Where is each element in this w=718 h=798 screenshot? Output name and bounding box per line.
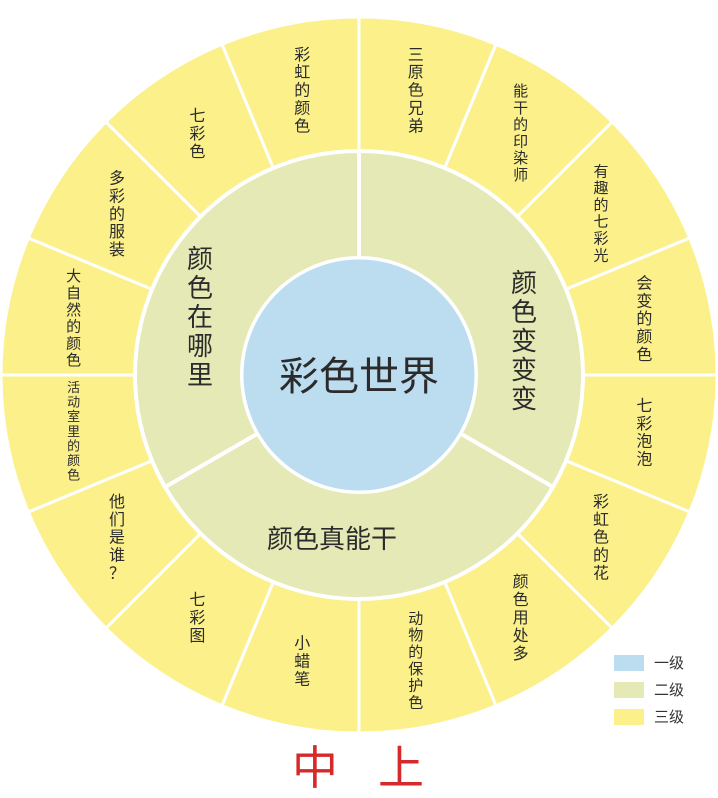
legend-label: 三级 xyxy=(654,708,685,726)
level3-label: 他们是谁？ xyxy=(109,491,125,582)
level2-label: 颜色变变变 xyxy=(511,269,537,415)
legend-swatch xyxy=(614,708,644,725)
handwritten-caption: 中上 xyxy=(292,741,464,795)
legend-swatch xyxy=(614,681,644,698)
legend-item-level3: 三级 xyxy=(614,703,714,730)
level3-label: 会变的颜色 xyxy=(636,273,652,364)
level3-label: 七彩图 xyxy=(189,590,205,645)
legend-item-level1: 一级 xyxy=(614,649,714,676)
level3-ring: 三原色兄弟 能干的印染师有趣的七彩光会变的颜色七彩泡泡彩虹色的花颜色用处多 动物的保… xyxy=(0,15,718,735)
level3-label: 活动室里的颜色 xyxy=(67,381,80,483)
level3-label: 多彩的服装 xyxy=(109,168,125,259)
center-circle xyxy=(240,256,478,494)
level3-label: 动物的保护色 xyxy=(408,609,423,711)
level3-label: 彩虹的颜色 xyxy=(294,44,310,135)
legend-swatch xyxy=(614,654,644,671)
legend-item-level2: 二级 xyxy=(614,676,714,703)
level3-label: 大自然的颜色 xyxy=(66,267,81,369)
center-node: 彩色世界 xyxy=(240,256,478,494)
level3-label: 七彩泡泡 xyxy=(636,395,652,468)
level3-label: 彩虹色的花 xyxy=(593,491,609,582)
legend-label: 二级 xyxy=(654,681,685,699)
level3-label: 三原色兄弟 xyxy=(408,44,424,135)
legend: 一级 二级 三级 xyxy=(614,649,714,730)
legend-label: 一级 xyxy=(654,654,685,672)
level3-label: 小蜡笔 xyxy=(294,633,310,688)
center-label: 彩色世界 xyxy=(279,354,439,400)
level3-label: 有趣的七彩光 xyxy=(593,162,608,264)
level2-label: 颜色在哪里 xyxy=(187,245,213,391)
level3-label: 七彩色 xyxy=(189,106,205,161)
level3-label: 颜色用处多 xyxy=(513,572,529,663)
level3-label: 能干的印染师 xyxy=(513,82,528,184)
level2-label: 颜色真能干 xyxy=(267,525,397,555)
